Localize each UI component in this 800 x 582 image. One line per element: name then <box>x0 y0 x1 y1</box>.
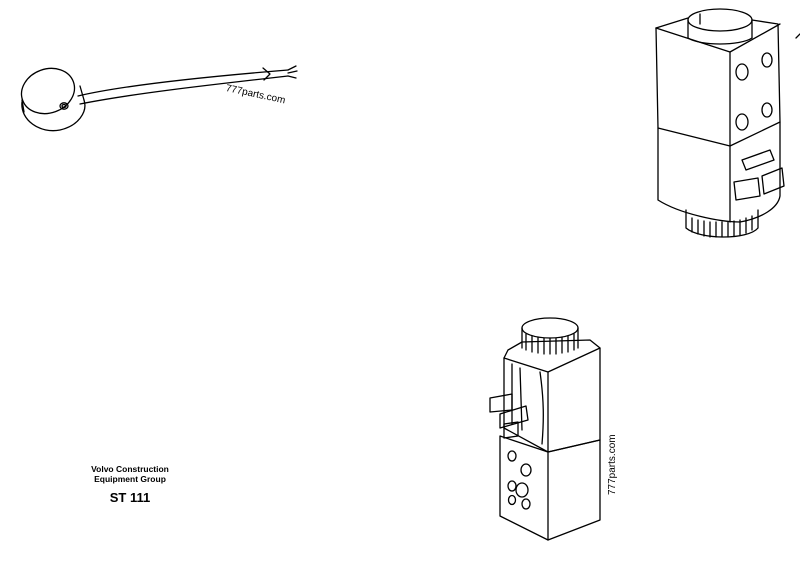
watermark: 777parts.com <box>607 434 618 495</box>
sensor-with-cable-icon <box>20 65 298 132</box>
caption-group: Equipment Group <box>94 474 166 484</box>
figure-caption: Volvo Construction Equipment Group ST 11… <box>60 464 200 505</box>
caption-code: ST 111 <box>109 490 151 505</box>
solenoid-coil-icon <box>655 8 800 238</box>
caption-company: Volvo Construction <box>91 464 169 474</box>
solenoid-valve-icon <box>489 317 601 541</box>
